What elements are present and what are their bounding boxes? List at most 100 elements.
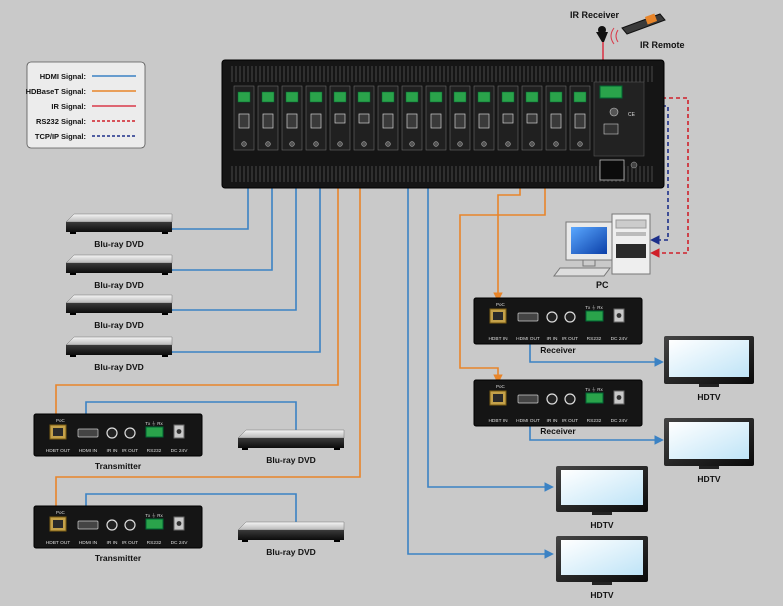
port-label: IR IN	[107, 540, 118, 546]
hdbaset-cable-output-2	[459, 150, 546, 384]
bluray-player: Blu-ray DVD	[237, 429, 345, 465]
port-label: HDMI IN	[79, 448, 98, 454]
bluray-players: Blu-ray DVD Blu-ray DVD Blu-ray DVD Blu-ray…	[65, 213, 345, 557]
terminal-block	[477, 91, 491, 103]
hdmi-port-icon	[77, 428, 99, 438]
terminal-block	[429, 91, 443, 103]
svg-text:CE: CE	[628, 112, 636, 118]
hdmi-port-icon	[550, 113, 562, 129]
hdmi-port-icon	[517, 394, 539, 404]
hdtv-label: HDTV	[697, 474, 720, 484]
hdmi-cable-output-hdtv-3	[427, 150, 554, 492]
port-label: IR OUT	[562, 418, 578, 424]
ir-remote-label: IR Remote	[640, 40, 685, 50]
ir-in-jack-icon	[546, 311, 558, 323]
ir-wave-icon	[610, 27, 619, 45]
hdmi-port-icon	[262, 113, 274, 129]
bluray-player: Blu-ray DVD	[237, 521, 345, 557]
hdmi-port-icon	[238, 113, 250, 129]
dc-jack-icon	[616, 395, 622, 400]
txrx-label: Tx ⏚ Rx	[145, 512, 163, 518]
ir-out-jack-icon	[124, 427, 136, 439]
hdmi-port-icon	[382, 113, 394, 129]
poc-label: PoC	[496, 302, 506, 307]
hdmi-cable-tx-1	[81, 401, 297, 430]
hdmi-port-icon	[310, 113, 322, 129]
ir-out-jack-icon	[124, 519, 136, 531]
legend-label: IR Signal:	[51, 102, 86, 111]
ir-port-icon	[609, 107, 619, 117]
hdbaset-cable-input-2	[51, 150, 361, 518]
hdmi-cable-rx-1	[529, 342, 664, 367]
hdtv-screen	[669, 340, 749, 377]
poc-label: PoC	[496, 384, 506, 389]
port-label: DC 24V	[611, 418, 629, 424]
terminal-block	[453, 91, 467, 103]
hdtv-label: HDTV	[590, 520, 613, 530]
terminal-block	[525, 91, 539, 103]
hdmi-port-icon	[517, 312, 539, 322]
matrix-io-card	[353, 85, 375, 151]
ir-in-jack-icon	[106, 427, 118, 439]
port-label: IR OUT	[122, 448, 138, 454]
port-label: HDMI IN	[79, 540, 98, 546]
matrix-io-card	[329, 85, 351, 151]
matrix-io-card	[473, 85, 495, 151]
matrix-io-card	[305, 85, 327, 151]
legend-label: HDBaseT Signal:	[26, 87, 86, 96]
matrix-io-card	[449, 85, 471, 151]
legend-label: RS232 Signal:	[36, 117, 86, 126]
poc-label: PoC	[56, 510, 66, 515]
matrix-switcher: CE	[221, 59, 665, 189]
matrix-io-card	[569, 85, 591, 151]
control-terminal-block	[599, 85, 623, 99]
hdmi-port-icon	[454, 113, 466, 129]
port-label: HDBT IN	[488, 418, 508, 424]
ir-out-jack-icon	[564, 311, 576, 323]
pc: PC	[553, 213, 651, 290]
port-label: HDMI OUT	[516, 418, 540, 424]
hdmi-cable-input-4	[164, 150, 321, 357]
transmitter-label: Transmitter	[95, 461, 142, 471]
terminal-block	[357, 91, 371, 103]
ir-in-jack-icon	[546, 393, 558, 405]
rs232-terminal-icon	[585, 392, 604, 404]
hdbaset-port-icon	[502, 113, 514, 124]
hdmi-port-icon	[478, 113, 490, 129]
port-label: HDBT OUT	[46, 540, 70, 546]
ir-receiver: IR Receiver	[570, 10, 620, 42]
hdtv-label: HDTV	[590, 590, 613, 600]
dc-jack-icon	[176, 429, 182, 434]
terminal-block	[309, 91, 323, 103]
ir-out-jack-icon	[564, 393, 576, 405]
terminal-block	[237, 91, 251, 103]
terminal-block	[405, 91, 419, 103]
port-label: IR IN	[547, 336, 558, 342]
tcpip-cable	[619, 101, 669, 245]
hdmi-port-icon	[286, 113, 298, 129]
transmitter: PoC Tx ⏚ Rx HDBT OUT HDMI IN IR IN IR OUT RS23…	[33, 505, 203, 563]
port-label: IR IN	[547, 418, 558, 424]
bluray-player: Blu-ray DVD	[65, 213, 173, 249]
matrix-io-card	[425, 85, 447, 151]
rs232-terminal-icon	[145, 426, 164, 438]
bluray-label: Blu-ray DVD	[94, 362, 144, 372]
port-label: IR OUT	[122, 540, 138, 546]
pc-label: PC	[596, 280, 609, 290]
port-label: HDBT IN	[488, 336, 508, 342]
port-label: RS232	[147, 540, 162, 546]
lan-port-icon	[603, 123, 619, 135]
hdmi-port-icon	[406, 113, 418, 129]
hdmi-cable-rx-2	[529, 424, 664, 445]
txrx-label: Tx ⏚ Rx	[145, 420, 163, 426]
port-label: DC 24V	[171, 448, 189, 454]
legend: HDMI Signal:HDBaseT Signal:IR Signal:RS2…	[26, 61, 146, 149]
hdtv: HDTV	[556, 466, 648, 530]
dc-jack-icon	[616, 313, 622, 318]
hdtv: HDTV	[664, 336, 754, 402]
rs232-terminal-icon	[585, 310, 604, 322]
port-label: IR OUT	[562, 336, 578, 342]
port-label: DC 24V	[611, 336, 629, 342]
